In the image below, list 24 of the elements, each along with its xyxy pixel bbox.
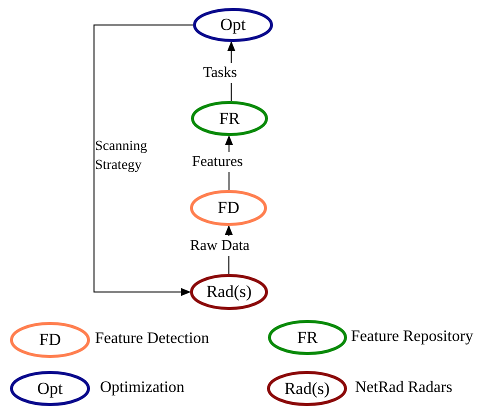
node-ellipse: [268, 320, 347, 355]
node-label: FD: [218, 198, 240, 218]
node-label: Opt: [37, 378, 63, 398]
edge-label: Features: [192, 152, 243, 172]
node-label: Opt: [220, 15, 246, 35]
edge-label: Tasks: [203, 63, 237, 84]
node-label: FD: [39, 330, 61, 350]
node-ellipse: [10, 322, 90, 358]
legend-description: Optimization: [100, 379, 184, 397]
node-ellipse: [267, 371, 347, 406]
node-label: Rad(s): [284, 378, 330, 398]
node-ellipse: [193, 8, 273, 42]
arrow: [94, 24, 194, 296]
node-ellipse: [190, 274, 268, 310]
node-ellipse: [190, 190, 267, 226]
node-label: FR: [297, 328, 318, 348]
node-ellipse: [191, 101, 268, 136]
legend-description: Feature Repository: [351, 328, 474, 346]
node-label: FR: [219, 108, 240, 128]
edge-label: Raw Data: [190, 236, 250, 256]
legend-description: Feature Detection: [95, 330, 210, 348]
node-label: Rad(s): [206, 282, 252, 302]
legend-description: NetRad Radars: [355, 379, 452, 397]
node-ellipse: [10, 371, 90, 406]
